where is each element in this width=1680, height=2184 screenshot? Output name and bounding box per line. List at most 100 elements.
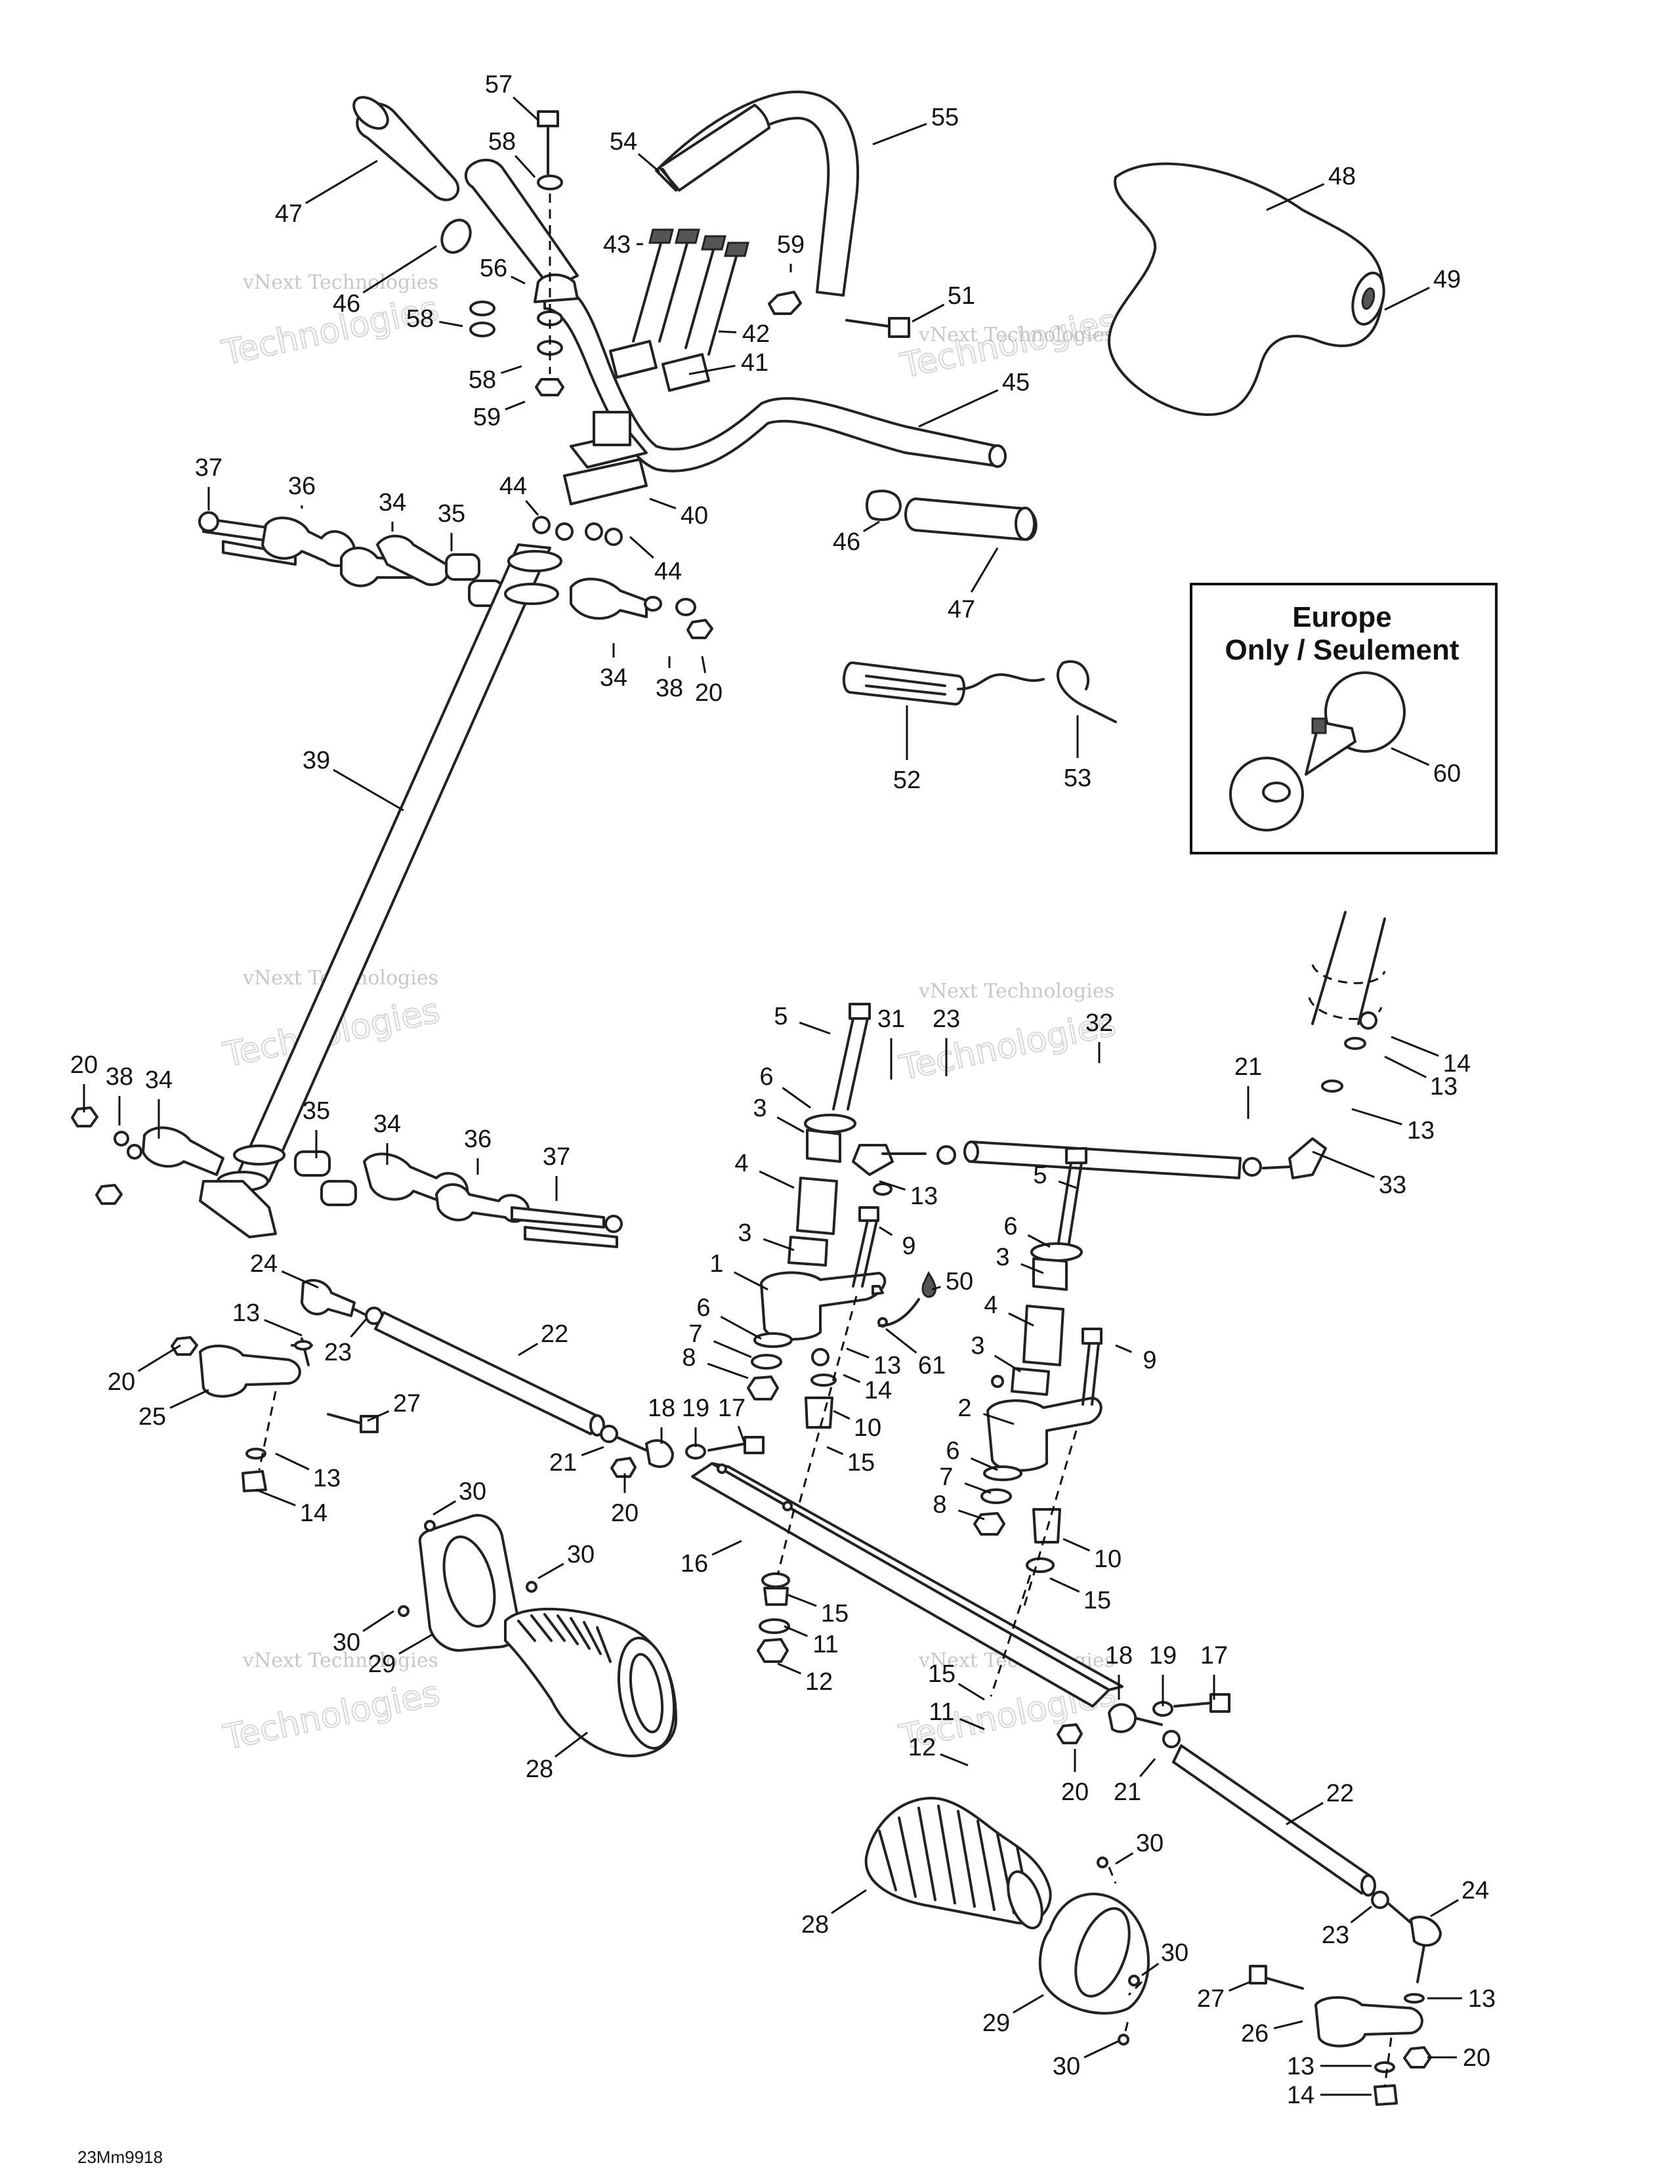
callout-20: 20	[108, 1344, 181, 1396]
callout-3: 3	[738, 1219, 795, 1251]
callout-leader	[500, 365, 522, 374]
lower-tie-rod-left	[291, 1279, 765, 1478]
callout-20: 20	[1427, 2044, 1490, 2072]
callout-leader	[833, 1410, 850, 1420]
callout-leader	[799, 1021, 831, 1035]
callout-number: 15	[928, 1660, 956, 1688]
callout-51: 51	[912, 282, 975, 323]
callout-leader	[367, 1410, 390, 1422]
callout-number: 32	[1085, 1009, 1113, 1037]
callout-number: 34	[373, 1110, 401, 1138]
callout-number: 58	[488, 128, 516, 156]
callout-20: 20	[1061, 1749, 1089, 1806]
svg-text:vNext Technologies: vNext Technologies	[918, 324, 1114, 346]
callout-leader	[688, 364, 736, 375]
callout-leader	[959, 1718, 985, 1731]
column-fasteners	[532, 516, 623, 546]
svg-text:vNext Technologies: vNext Technologies	[918, 980, 1114, 1003]
callout-52: 52	[893, 705, 921, 794]
callout-number: 59	[473, 404, 501, 431]
bar-end-bolt	[768, 291, 910, 338]
callout-leader	[713, 1340, 752, 1358]
callout-leader	[581, 1446, 604, 1456]
callout-18: 18	[648, 1395, 675, 1444]
callout-46: 46	[833, 520, 880, 556]
callout-14: 14	[1391, 1036, 1471, 1078]
callout-number: 28	[526, 1755, 553, 1783]
callout-number: 15	[1083, 1587, 1111, 1614]
callout-34: 34	[600, 643, 627, 692]
callout-number: 53	[1064, 765, 1091, 792]
callout-number: 2	[957, 1395, 971, 1422]
callout-leader	[777, 1662, 802, 1675]
callout-13: 13	[1427, 1985, 1496, 2013]
callout-number: 20	[1463, 2044, 1490, 2072]
callout-number: 4	[984, 1292, 998, 1319]
callout-28: 28	[801, 1889, 867, 1939]
callout-number: 28	[801, 1911, 829, 1939]
callout-58: 58	[469, 365, 522, 394]
callout-number: 8	[933, 1491, 946, 1519]
callout-number: 23	[1322, 1922, 1349, 1949]
callout-34: 34	[373, 1110, 401, 1165]
callout-38: 38	[656, 656, 683, 702]
callout-3: 3	[971, 1332, 1021, 1373]
svg-text:Technologies: Technologies	[220, 1673, 443, 1757]
callout-number: 6	[759, 1063, 773, 1091]
lower-crossmember	[691, 1462, 1124, 1708]
callout-number: 58	[469, 366, 496, 394]
callout-leader	[281, 1270, 319, 1289]
callout-leader	[513, 96, 539, 121]
watermark-low-left: vNext Technologies Technologies	[219, 1649, 444, 1759]
inset-title-line2: Only / Seulement	[1225, 634, 1460, 666]
callout-24: 24	[250, 1250, 319, 1289]
callout-leader	[1020, 1263, 1044, 1274]
callout-leader	[264, 1319, 303, 1337]
callout-number: 12	[908, 1734, 936, 1761]
callout-leader	[1139, 1758, 1156, 1777]
figure-reference: 23Mm9918	[77, 2147, 163, 2167]
callout-leader	[255, 1488, 296, 1507]
boot-pleats-right	[878, 1805, 1032, 1914]
callout-leader	[1013, 1994, 1044, 2014]
callout-19: 19	[682, 1395, 709, 1447]
callout-number: 34	[379, 489, 406, 516]
callout-number: 57	[485, 71, 513, 98]
callout-40: 40	[649, 497, 708, 530]
callout-48: 48	[1266, 163, 1356, 211]
callout-number: 6	[1003, 1213, 1017, 1240]
callout-29: 29	[368, 1633, 434, 1678]
handlebar-assembly	[352, 91, 1007, 546]
steering-column	[199, 543, 562, 1238]
callout-leader	[737, 1425, 746, 1444]
callout-number: 20	[611, 1500, 639, 1527]
callout-number: 31	[877, 1005, 905, 1033]
callout-leader	[362, 1610, 394, 1632]
callout-number: 38	[106, 1063, 133, 1091]
callout-22: 22	[1286, 1780, 1354, 1826]
callout-leader	[718, 330, 737, 333]
callout-leader	[720, 1316, 762, 1340]
callout-leader	[776, 1116, 805, 1133]
callout-leader	[305, 159, 378, 204]
callout-leader	[1027, 1234, 1051, 1248]
inset-title-line1: Europe	[1292, 601, 1392, 633]
callout-13: 13	[275, 1452, 341, 1492]
callout-number: 13	[1287, 2053, 1314, 2080]
callout-number: 13	[232, 1299, 260, 1327]
callout-2: 2	[957, 1395, 1015, 1425]
cable-tie	[1056, 660, 1117, 723]
callout-leader	[940, 1753, 969, 1767]
callout-leader	[787, 1593, 817, 1607]
callout-number: 11	[812, 1631, 838, 1658]
callout-13: 13	[232, 1299, 303, 1337]
callout-number: 11	[929, 1698, 954, 1726]
callout-number: 20	[695, 679, 723, 707]
callout-number: 30	[1053, 2053, 1080, 2080]
callout-leader	[1228, 1981, 1251, 1992]
callout-leader	[333, 768, 404, 812]
callout-4: 4	[984, 1292, 1034, 1327]
callout-30: 30	[1115, 1830, 1164, 1865]
callout-number: 22	[1326, 1780, 1354, 1807]
